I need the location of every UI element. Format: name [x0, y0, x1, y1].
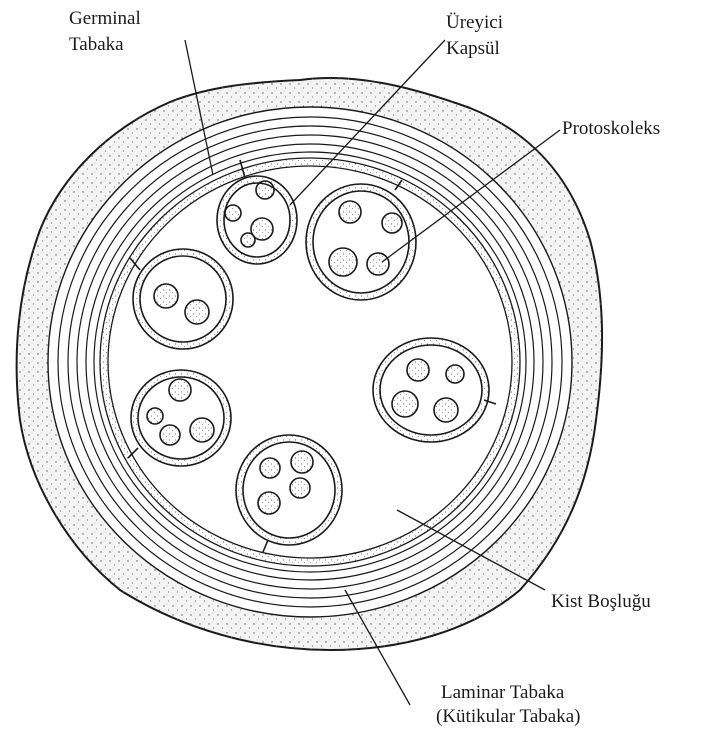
- label-germinal-line1: Germinal: [69, 7, 141, 31]
- label-laminar-line1: Laminar Tabaka: [441, 681, 564, 705]
- label-laminar-line2: (Kütikular Tabaka): [436, 705, 580, 729]
- label-protoskoleks: Protoskoleks: [562, 117, 660, 141]
- label-ureyici-line2: Kapsül: [446, 37, 500, 61]
- label-ureyici-line1: Üreyici: [446, 11, 503, 35]
- label-kist-boslugu: Kist Boşluğu: [551, 590, 651, 614]
- label-germinal-line2: Tabaka: [69, 33, 124, 57]
